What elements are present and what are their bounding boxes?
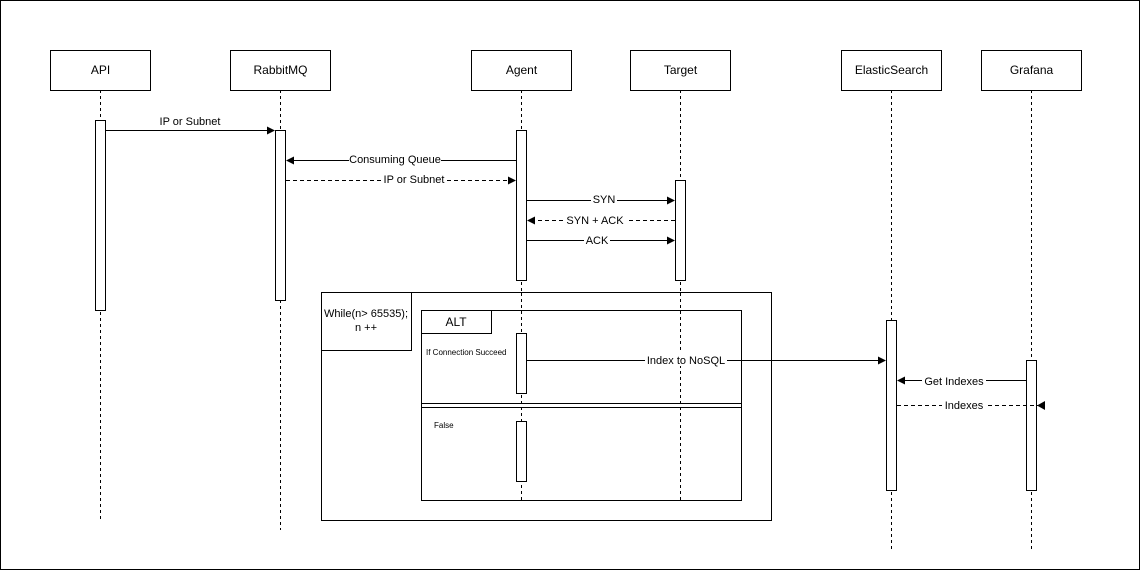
participant-elasticsearch: ElasticSearch bbox=[841, 50, 942, 91]
alt-condition-true: If Connection Succeed bbox=[426, 348, 507, 357]
loop-label-line2: n ++ bbox=[355, 322, 377, 334]
participant-label: API bbox=[91, 63, 110, 77]
activation-agent-2 bbox=[516, 333, 527, 394]
activation-agent-1 bbox=[516, 130, 527, 281]
participant-grafana: Grafana bbox=[981, 50, 1082, 91]
lifelines-overlay bbox=[521, 293, 681, 500]
message-label: Indexes bbox=[945, 400, 984, 412]
participant-rabbitmq: RabbitMQ bbox=[230, 50, 331, 91]
alt-frame: ALT If Connection Succeed False bbox=[421, 310, 742, 501]
alt-label: ALT bbox=[445, 315, 467, 329]
alt-condition-false: False bbox=[434, 421, 454, 430]
message-label: ACK bbox=[586, 235, 609, 247]
participant-target: Target bbox=[630, 50, 731, 91]
message-label: Consuming Queue bbox=[349, 154, 441, 166]
alt-label-box bbox=[421, 310, 492, 334]
message-ack: ACK bbox=[527, 233, 675, 247]
message-indexes: Indexes bbox=[897, 398, 1045, 412]
message-label: SYN + ACK bbox=[566, 215, 624, 227]
activation-api bbox=[95, 120, 106, 311]
participant-label: Grafana bbox=[1010, 63, 1054, 77]
message-syn: SYN bbox=[527, 193, 675, 206]
participant-api: API bbox=[50, 50, 151, 91]
activation-target bbox=[675, 180, 686, 281]
message-label: SYN bbox=[593, 194, 616, 206]
message-ip-subnet-2: IP or Subnet bbox=[286, 173, 516, 186]
participant-agent: Agent bbox=[471, 50, 572, 91]
participant-label: Agent bbox=[506, 63, 538, 77]
loop-label-box bbox=[321, 292, 412, 351]
message-label: IP or Subnet bbox=[160, 116, 221, 128]
message-get-indexes: Get Indexes bbox=[897, 373, 1026, 388]
messages: IP or Subnet Consuming Queue IP or Subne… bbox=[106, 116, 1045, 412]
activation-grafana bbox=[1026, 360, 1037, 491]
activation-rabbitmq bbox=[275, 130, 286, 301]
loop-frame: While(n> 65535); n ++ bbox=[321, 292, 772, 521]
message-label: IP or Subnet bbox=[384, 174, 445, 186]
activation-elasticsearch bbox=[886, 320, 897, 491]
participant-label: Target bbox=[664, 63, 698, 77]
message-index-nosql: Index to NoSQL bbox=[527, 353, 886, 367]
message-label: Index to NoSQL bbox=[647, 355, 725, 367]
message-label: Get Indexes bbox=[924, 376, 984, 388]
message-ip-subnet-1: IP or Subnet bbox=[106, 116, 275, 135]
activations bbox=[95, 120, 1037, 491]
activation-agent-3 bbox=[516, 421, 527, 482]
loop-label-line1: While(n> 65535); bbox=[324, 308, 408, 320]
message-consuming-queue: Consuming Queue bbox=[286, 153, 516, 166]
participant-label: ElasticSearch bbox=[855, 63, 928, 77]
message-syn-ack: SYN + ACK bbox=[527, 213, 675, 227]
participant-label: RabbitMQ bbox=[253, 63, 307, 77]
participants: API RabbitMQ Agent Target ElasticSearch … bbox=[50, 50, 1082, 91]
